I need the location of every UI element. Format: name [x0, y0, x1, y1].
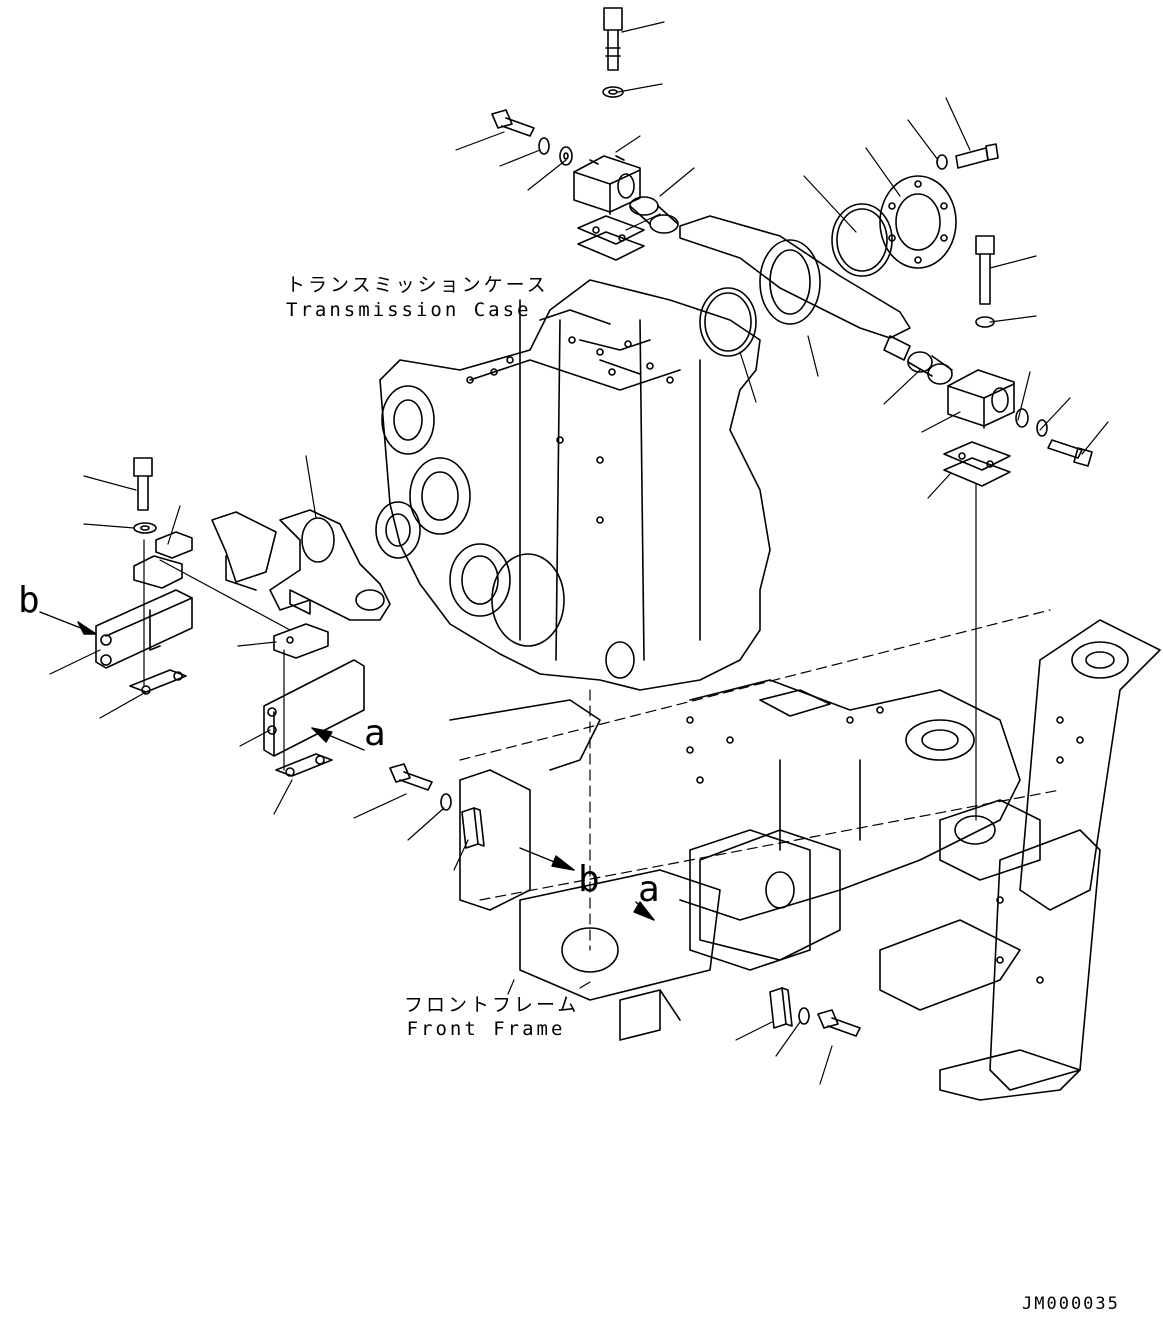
left-small-block: [133, 531, 193, 589]
front-frame-label-en: Front Frame: [406, 1018, 566, 1040]
callout-b-left: b: [18, 580, 40, 621]
arrow-b-left: [39, 611, 97, 635]
bushing-right: [907, 351, 953, 385]
leader-lines: [49, 21, 1109, 1085]
top-vertical-bolt: [603, 7, 623, 71]
trunnion-arm: [679, 215, 911, 361]
seal-ring-medium: [699, 287, 757, 357]
right-mount-block: [947, 369, 1015, 429]
transmission-case-label-en: Transmission Case: [286, 299, 532, 321]
left-diagonal-guide: [159, 559, 291, 631]
callout-b-lower: b: [578, 859, 600, 900]
left-mount-pad: [273, 623, 329, 659]
lower-left-bolt: [389, 763, 433, 791]
lower-left-washer: [440, 793, 452, 811]
right-shim-plate: [943, 441, 1011, 487]
top-washer: [602, 86, 624, 98]
right-side-washers: [1015, 408, 1048, 437]
arrow-a-upper: [311, 727, 365, 751]
seal-ring-large: [831, 203, 893, 277]
front-frame: [449, 609, 1161, 1101]
cover-washer: [936, 154, 948, 170]
bushing-left: [629, 196, 679, 234]
left-lower-lock-plate: [275, 753, 333, 777]
right-vertical-bolt: [975, 235, 995, 305]
transmission-case-label-jp: トランスミッションケース: [286, 274, 549, 296]
mount-bracket-left: [211, 509, 391, 621]
lower-right-spacer: [769, 987, 793, 1029]
left-lock-plate: [129, 669, 187, 695]
arrow-a-lower: [633, 901, 655, 921]
left-shim-plate: [577, 215, 645, 261]
left-bracket: [95, 589, 193, 669]
drawing-code: JM000035: [1022, 1294, 1120, 1314]
left-vertical-bolt: [133, 457, 153, 511]
transmission-case: [375, 279, 771, 691]
lower-left-spacer: [461, 807, 485, 849]
lower-right-washer: [798, 1007, 810, 1025]
left-plate: [263, 659, 365, 757]
cover-bolt: [955, 143, 999, 169]
cover-plate-round: [879, 175, 957, 269]
lower-right-bolt: [817, 1009, 861, 1037]
left-side-bolt: [491, 109, 535, 137]
front-frame-label-jp: フロントフレーム: [404, 994, 580, 1016]
callout-a-lower: a: [638, 869, 660, 910]
callout-a-upper: a: [364, 713, 386, 754]
right-side-bolt: [1047, 439, 1093, 467]
arrow-b-lower: [519, 847, 575, 871]
left-side-washers: [538, 137, 573, 166]
left-washer: [133, 522, 157, 534]
